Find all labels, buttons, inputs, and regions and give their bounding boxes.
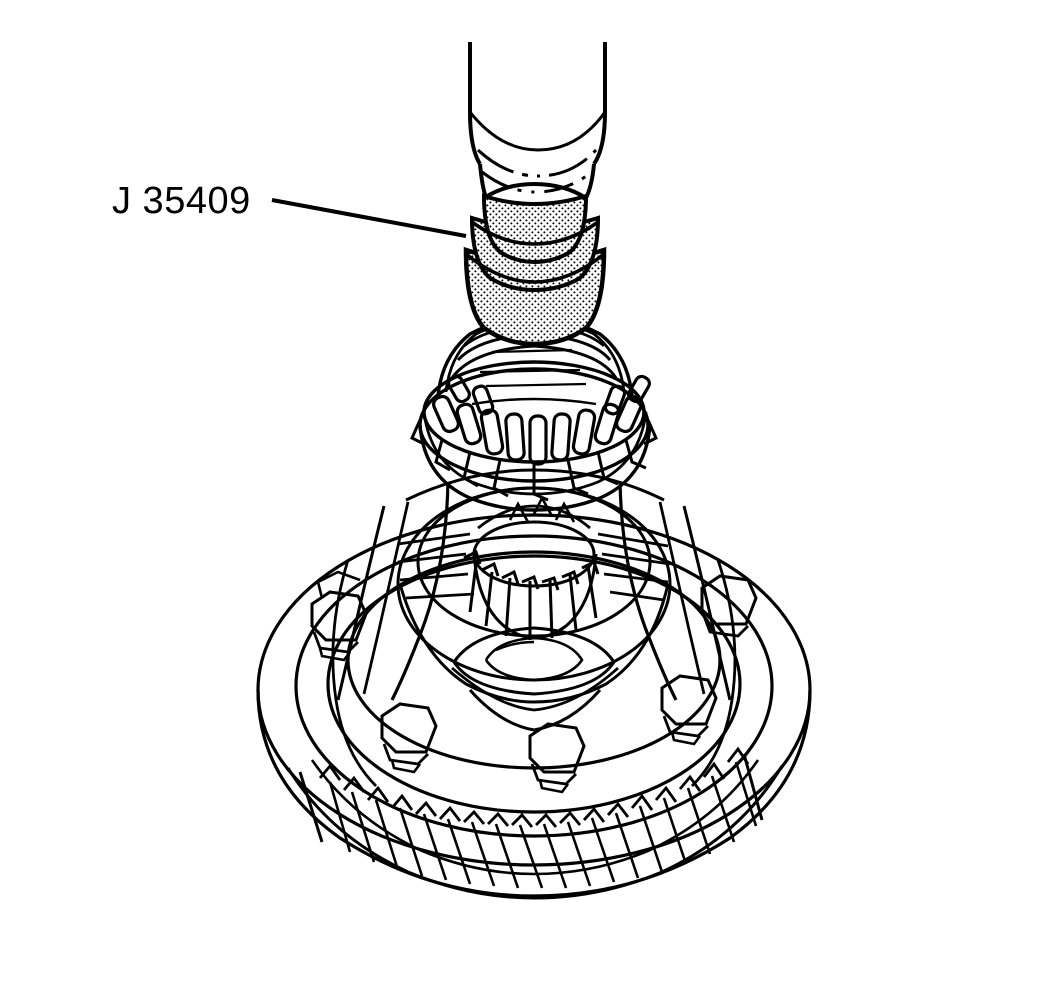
bolt-head xyxy=(660,674,718,746)
ring-gear-bolts xyxy=(310,570,758,794)
bolt-head xyxy=(316,570,361,599)
driver-shaft xyxy=(468,42,607,199)
pinion-gear-detail xyxy=(397,532,671,602)
cage-tabs xyxy=(410,419,658,502)
bolt-head xyxy=(528,722,586,794)
thrust-washer xyxy=(452,626,616,696)
installer-tool-j35409 xyxy=(463,181,607,347)
ring-gear-teeth xyxy=(298,746,764,889)
differential-side-gear xyxy=(463,495,600,640)
bolt-head xyxy=(380,702,438,774)
callout-leader-line xyxy=(271,198,467,238)
bolt-head xyxy=(700,574,758,638)
bolt-head xyxy=(310,590,368,662)
callout-label-j35409: J 35409 xyxy=(112,180,251,222)
